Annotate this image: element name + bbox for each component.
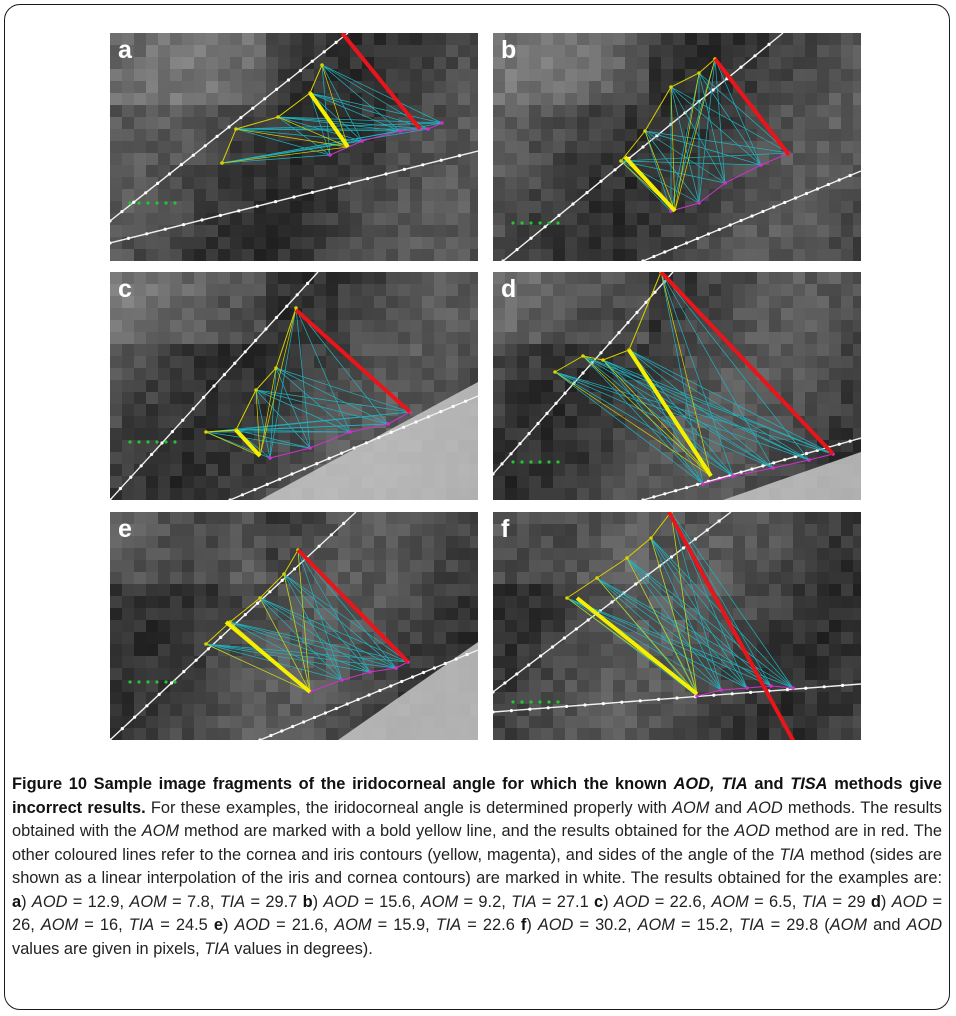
panel-letter: f bbox=[501, 515, 510, 543]
result-letter: a bbox=[12, 892, 22, 911]
panel-letter: c bbox=[118, 275, 132, 303]
panel-d: d bbox=[493, 272, 861, 500]
metric-label: AOD bbox=[31, 892, 68, 911]
metric-value: 15.9 bbox=[393, 916, 426, 934]
panel-c: c bbox=[110, 272, 478, 500]
ultrasound-image bbox=[493, 512, 861, 740]
panel-b: b bbox=[493, 33, 861, 261]
panel-e: e bbox=[110, 512, 478, 740]
metric-value: 21.6 bbox=[291, 916, 324, 934]
metric-value: 12.9 bbox=[87, 892, 120, 911]
metric-value: 30.2 bbox=[595, 916, 627, 934]
metric-value: 7.8 bbox=[186, 892, 210, 911]
result-letter: b bbox=[302, 892, 313, 911]
result-letter: f bbox=[520, 916, 527, 934]
ultrasound-image bbox=[493, 272, 861, 500]
result-letter: c bbox=[594, 892, 604, 911]
metric-value: 29 bbox=[847, 892, 866, 911]
metric-value: 27.1 bbox=[556, 892, 589, 911]
metric-value: 6.5 bbox=[768, 892, 792, 911]
caption-title: Figure 10 Sample image fragments of the … bbox=[12, 775, 942, 817]
figure-caption: Figure 10 Sample image fragments of the … bbox=[12, 775, 943, 958]
ultrasound-image bbox=[110, 272, 478, 500]
metric-label: TIA bbox=[739, 916, 765, 934]
caption-units-note: (AOM and AOD values are given in pixels,… bbox=[12, 916, 943, 958]
metric-value: 29.8 bbox=[786, 916, 819, 934]
metric-label: AOD bbox=[891, 892, 928, 911]
metric-label: AOM bbox=[334, 916, 372, 934]
metric-value: 24.5 bbox=[175, 916, 208, 934]
ultrasound-image bbox=[493, 33, 861, 261]
ultrasound-image bbox=[110, 512, 478, 740]
panel-f: f bbox=[493, 512, 861, 740]
metric-value: 15.2 bbox=[696, 916, 729, 934]
metric-label: TIA bbox=[801, 892, 828, 911]
result-letter: d bbox=[870, 892, 881, 911]
metric-value: 16 bbox=[99, 916, 119, 934]
result-letter: e bbox=[213, 916, 223, 934]
metric-label: AOM bbox=[711, 892, 749, 911]
metric-value: 26 bbox=[12, 916, 31, 934]
ultrasound-image bbox=[110, 33, 478, 261]
metric-label: TIA bbox=[511, 892, 537, 911]
caption-results: a) AOD = 12.9, AOM = 7.8, TIA = 29.7 b) … bbox=[12, 892, 943, 935]
metric-label: AOD bbox=[234, 916, 271, 934]
panel-letter: a bbox=[118, 36, 132, 64]
metric-value: 22.6 bbox=[669, 892, 702, 911]
metric-label: AOM bbox=[637, 916, 675, 934]
metric-label: AOM bbox=[129, 892, 167, 911]
metric-label: AOD bbox=[537, 916, 574, 934]
panel-letter: e bbox=[118, 515, 132, 543]
metric-value: 15.6 bbox=[379, 892, 411, 911]
metric-label: TIA bbox=[219, 892, 246, 911]
metric-value: 22.6 bbox=[482, 916, 515, 934]
metric-value: 29.7 bbox=[265, 892, 298, 911]
metric-value: 9.2 bbox=[478, 892, 502, 911]
panel-a: a bbox=[110, 33, 478, 261]
metric-label: AOD bbox=[323, 892, 359, 911]
metric-label: TIA bbox=[435, 916, 462, 934]
panel-letter: d bbox=[501, 275, 517, 303]
metric-label: AOM bbox=[420, 892, 459, 911]
metric-label: TIA bbox=[128, 916, 155, 934]
metric-label: AOD bbox=[613, 892, 650, 911]
panel-letter: b bbox=[501, 36, 517, 64]
metric-label: AOM bbox=[40, 916, 79, 934]
